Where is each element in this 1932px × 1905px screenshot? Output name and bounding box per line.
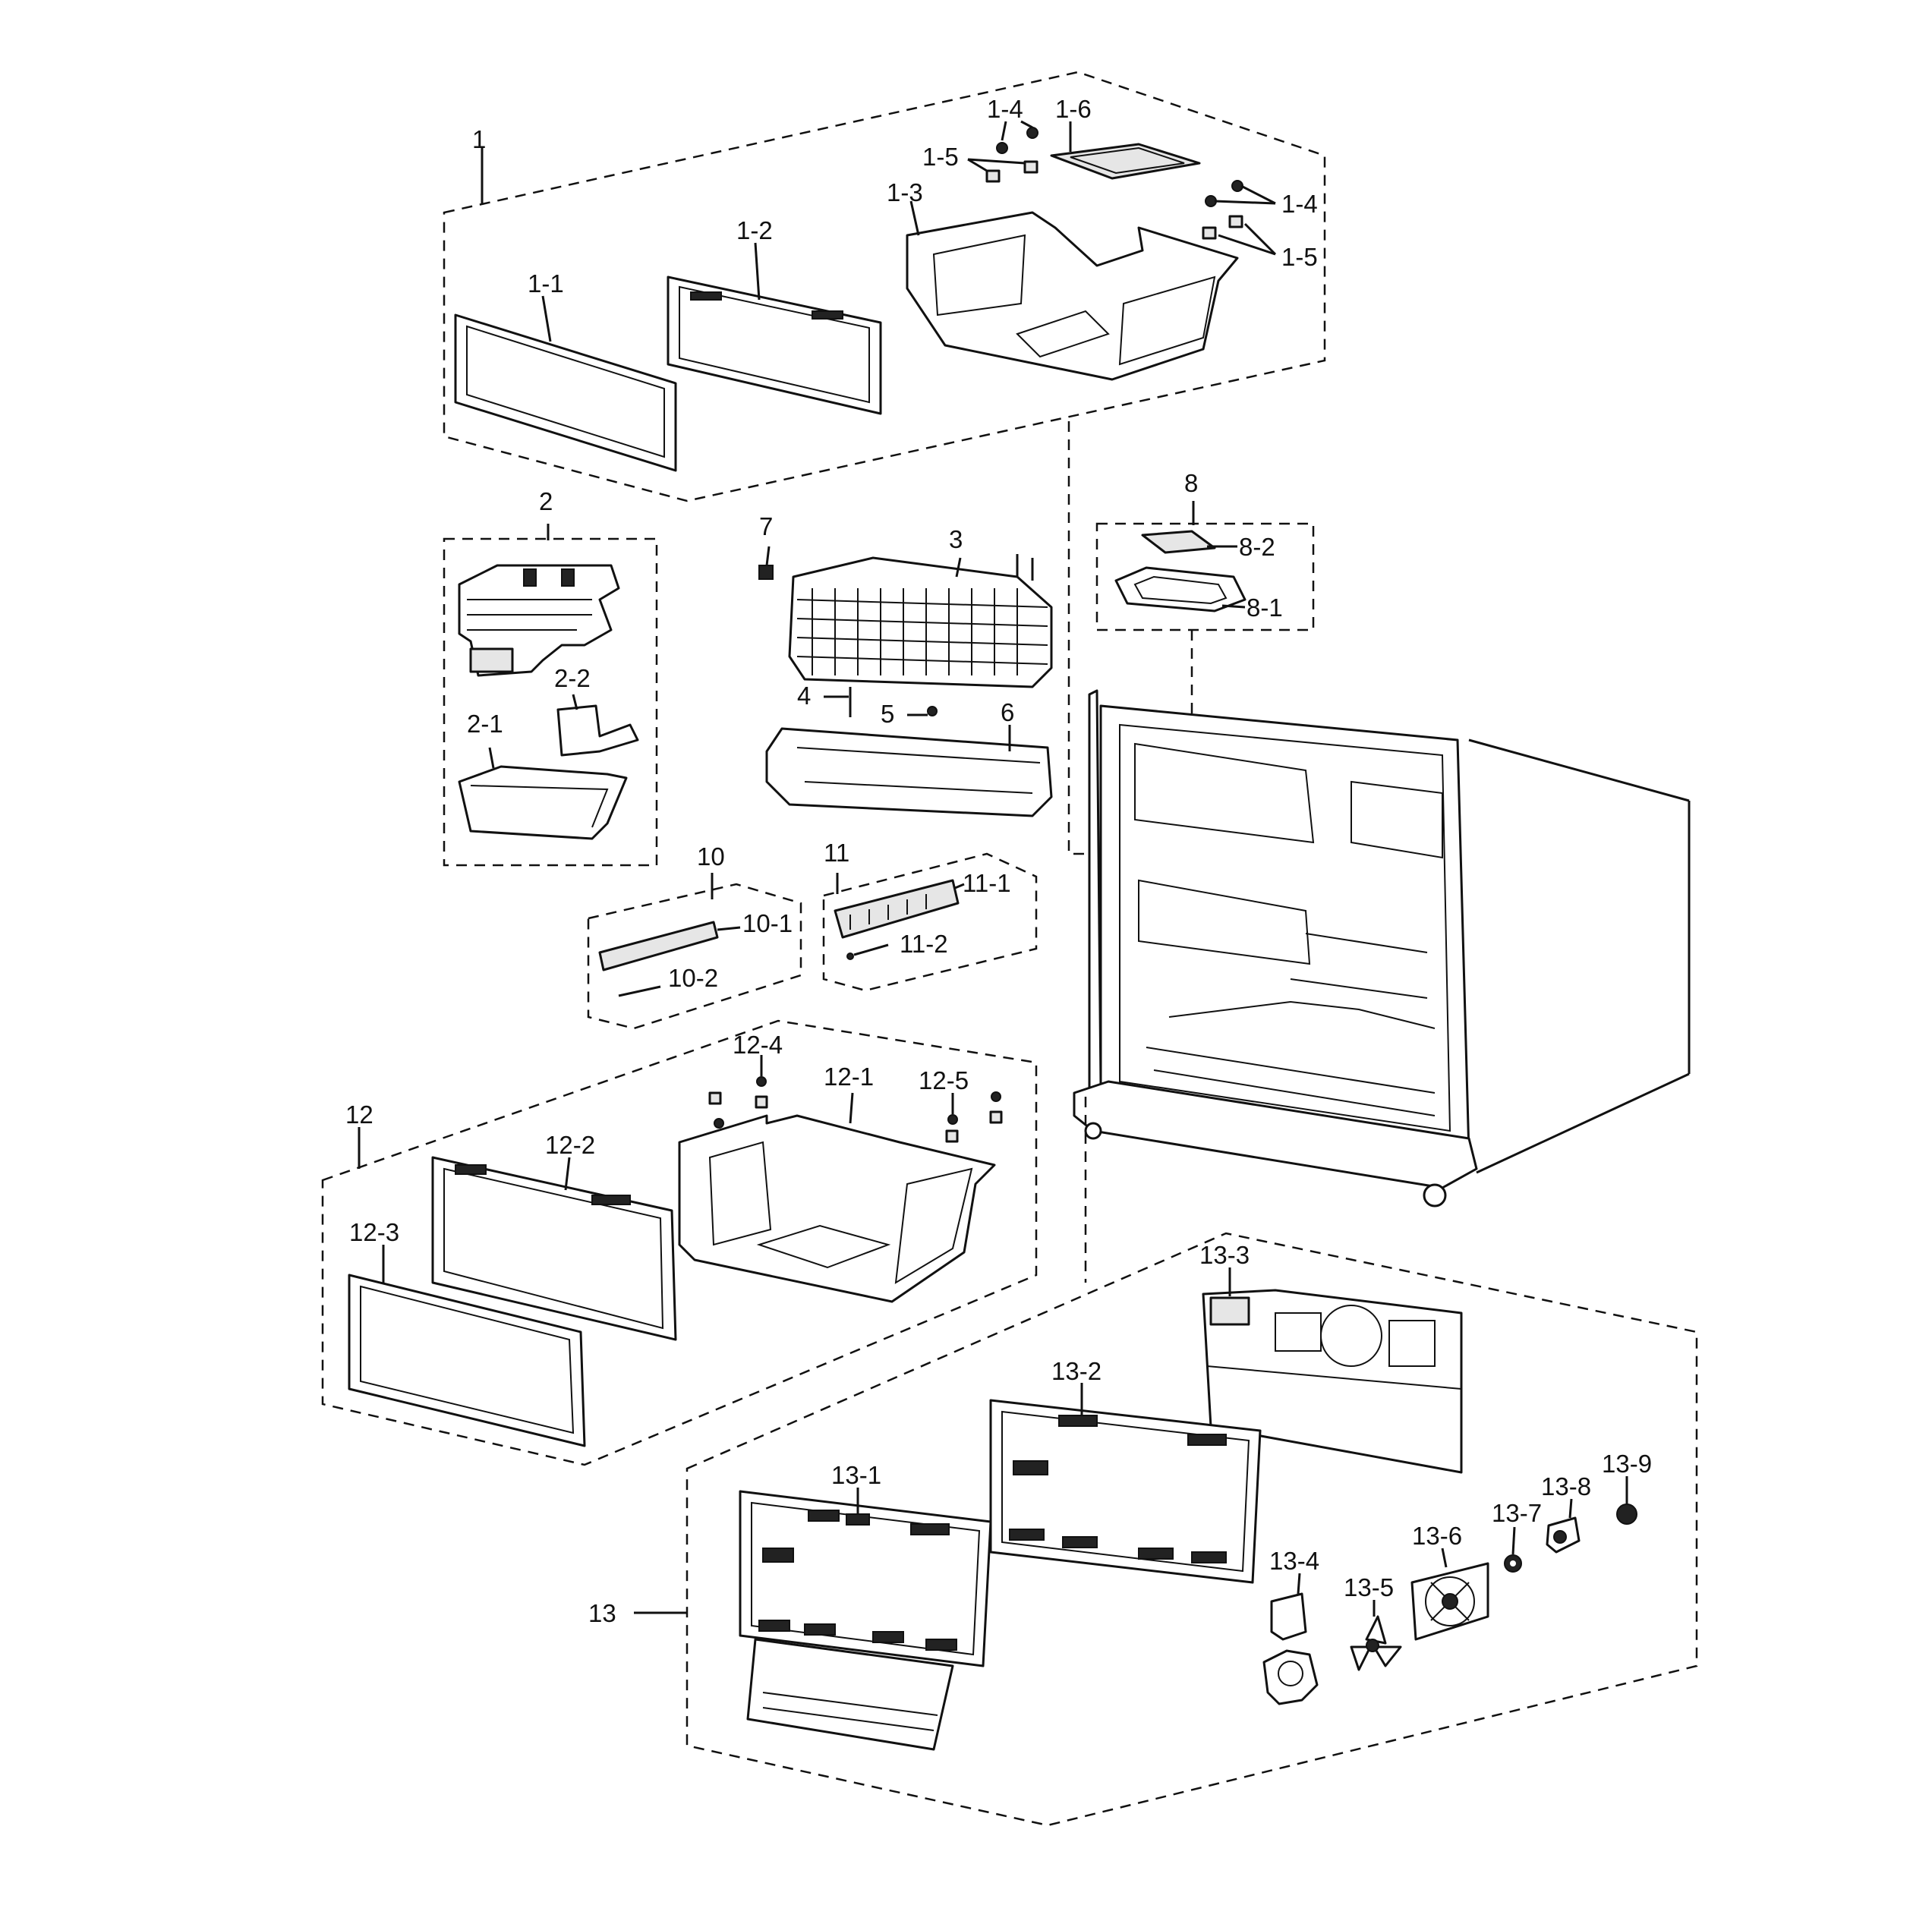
part-12-1-drawer-bin [678,1092,996,1303]
part-2-ice-maker-unit [458,564,620,677]
group-8-light-assembly: 8 8-2 8-1 [1095,469,1315,631]
part-13-1-cover-panel [739,1488,992,1751]
label-13-7: 13-7 [1492,1499,1542,1527]
group-10-rail: 10 10-1 10-2 [587,842,802,1030]
part-13-5-fan-blade [1350,1600,1402,1671]
label-1-4-right: 1-4 [1281,190,1318,218]
label-1: 1 [472,125,486,153]
part-4-sensor [824,687,852,717]
label-4: 4 [797,682,811,710]
label-1-6: 1-6 [1055,95,1092,123]
label-11: 11 [824,839,849,867]
part-13-7-grommet [1504,1526,1522,1573]
label-1-1: 1-1 [528,269,564,298]
part-5-fastener [907,706,938,716]
label-8-2: 8-2 [1239,533,1275,561]
part-13-3-back-cover [1202,1267,1463,1474]
label-13-8: 13-8 [1541,1472,1591,1500]
label-1-5-right: 1-5 [1281,243,1318,271]
part-11-2-screw [846,943,889,960]
label-13-1: 13-1 [831,1461,881,1489]
label-10-2: 10-2 [668,964,718,992]
label-2-2: 2-2 [554,664,591,692]
group-13-rear-assembly: 13 13-3 13-2 [588,1232,1698,1827]
group-11-rail: 11 11-1 11-2 [822,839,1038,992]
part-1-2-drawer-frame [667,242,882,415]
part-8-1-housing [1114,566,1247,612]
label-13-4: 13-4 [1269,1547,1319,1575]
label-1-5-top: 1-5 [922,143,959,171]
label-11-2: 11-2 [900,930,948,958]
label-12-4: 12-4 [733,1031,783,1059]
part-7-clip [758,546,774,580]
part-13-4-motor [1262,1573,1319,1705]
refrigerator-cabinet [1073,689,1691,1208]
part-11-1-rail [834,879,965,939]
part-1-3-drawer-bin [906,200,1239,381]
part-1-4-screws [996,120,1276,207]
label-8-1: 8-1 [1247,594,1283,622]
label-13: 13 [588,1599,616,1627]
label-13-2: 13-2 [1051,1357,1102,1385]
label-12-3: 12-3 [349,1218,399,1246]
part-2-1-ice-bucket [458,747,628,840]
part-12-3-drawer-front [348,1245,586,1447]
part-6-drain-pan [765,725,1053,817]
label-13-5: 13-5 [1344,1573,1394,1601]
label-8: 8 [1184,469,1198,497]
label-13-6: 13-6 [1412,1522,1462,1550]
label-10-1: 10-1 [742,909,793,937]
part-2-2-ice-scoop [556,694,639,757]
label-10: 10 [697,842,725,871]
group-12-drawer-assembly: 12 12-3 12-2 12-1 [321,1019,1038,1466]
label-1-4-top: 1-4 [987,95,1023,123]
label-11-1: 11-1 [963,869,1011,897]
label-7: 7 [759,512,773,540]
part-10-2-screw [618,985,661,997]
part-13-8-sensor [1546,1498,1581,1554]
label-1-2: 1-2 [736,216,773,244]
part-10-1-rail [598,921,741,971]
label-5: 5 [881,700,894,728]
label-12-2: 12-2 [545,1131,595,1159]
part-1-1-drawer-front [454,295,677,472]
part-12-5-screws [945,1091,1003,1143]
label-2-1: 2-1 [467,710,503,738]
label-2: 2 [539,487,553,515]
label-12-1: 12-1 [824,1063,874,1091]
group-1-drawer-assembly: 1 1-1 1-2 1-3 [443,71,1326,502]
part-13-2-cover-panel [989,1383,1262,1584]
part-1-6-tray [1050,121,1201,180]
part-13-9-plug [1616,1476,1637,1525]
label-13-3: 13-3 [1199,1241,1250,1269]
label-1-3: 1-3 [887,178,923,206]
label-12-5: 12-5 [919,1066,969,1094]
part-13-6-fan-shroud [1410,1548,1489,1641]
label-13-9: 13-9 [1602,1450,1652,1478]
label-3: 3 [949,525,963,553]
part-12-2-drawer-frame [431,1156,677,1341]
part-3-evaporator [788,554,1053,688]
part-1-5-caps [967,158,1277,256]
part-8-2-lens [1141,530,1237,554]
label-6: 6 [1001,698,1014,726]
group-2-ice-maker: 2 2-2 2-1 [443,487,658,867]
part-12-4-screws [708,1055,768,1129]
label-12: 12 [345,1100,373,1129]
